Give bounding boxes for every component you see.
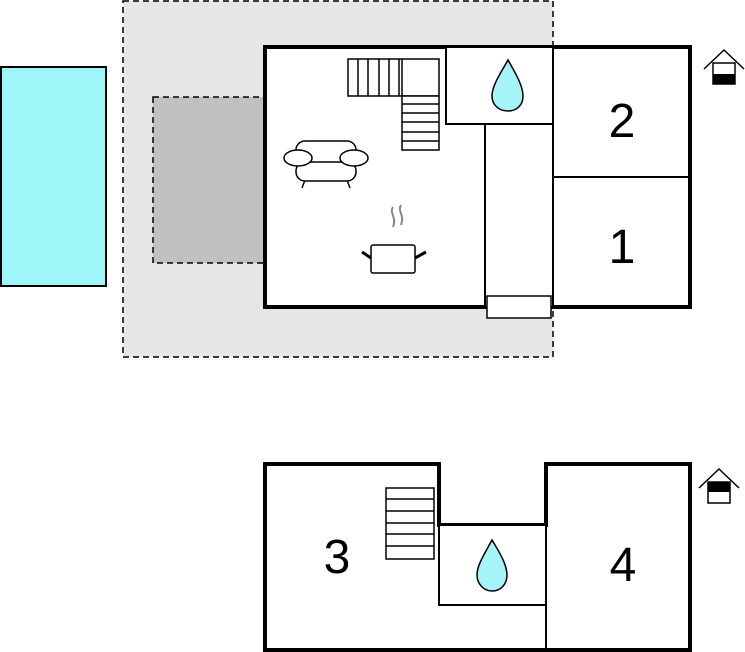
water-drop-icon — [476, 538, 508, 592]
entrance-step — [486, 295, 552, 319]
stairs-icon — [347, 58, 440, 151]
room-3-label: 3 — [324, 531, 351, 584]
cooking-pot-icon — [361, 204, 427, 274]
pool — [0, 66, 107, 287]
water-drop-icon — [491, 58, 524, 112]
ground-floor: 2 1 — [263, 45, 745, 319]
hallway — [484, 123, 554, 308]
sofa-icon — [283, 140, 369, 189]
floor-indicator-ground-icon — [703, 48, 745, 85]
stairs-icon — [385, 487, 435, 560]
floor-indicator-upper-icon — [698, 467, 740, 504]
covered-terrace — [152, 96, 266, 264]
room-2-label: 2 — [609, 95, 636, 148]
room-4-label: 4 — [610, 539, 637, 592]
room-1-label: 1 — [609, 221, 636, 274]
upper-floor: 3 4 — [263, 462, 740, 652]
